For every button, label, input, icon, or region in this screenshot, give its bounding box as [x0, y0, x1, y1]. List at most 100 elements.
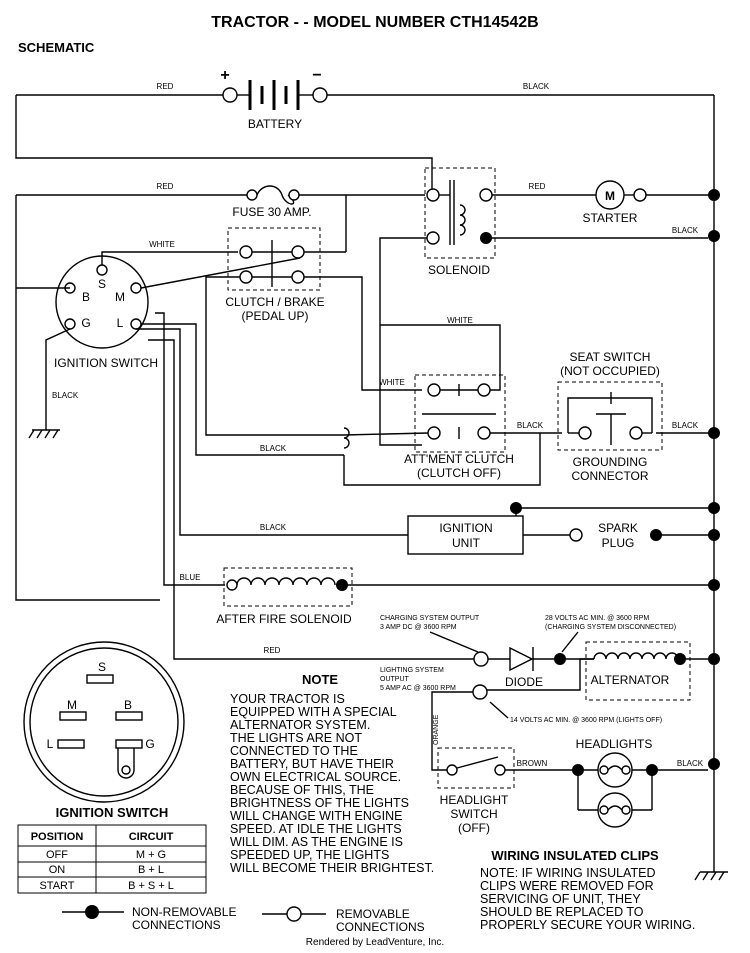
- starter-red-wire-label: RED: [529, 182, 546, 191]
- alternator-note: NOTE YOUR TRACTOR IS EQUIPPED WITH A SPE…: [230, 672, 434, 875]
- ignition-black-wire-label: BLACK: [52, 391, 79, 400]
- table-row-off-circuit: M + G: [136, 849, 166, 861]
- table-row-on-position: ON: [49, 864, 66, 876]
- red-charging-wire: [148, 339, 475, 660]
- clips-line-4: SHOULD BE REPLACED TO: [480, 905, 644, 919]
- spark-plug-label-line1: SPARK: [598, 521, 638, 535]
- ignition-unit-label-line2: UNIT: [452, 536, 481, 550]
- clutch-brake-label-line1: CLUTCH / BRAKE: [225, 295, 324, 309]
- spark-plug: SPARK PLUG: [598, 521, 708, 550]
- charging-output-line1: CHARGING SYSTEM OUTPUT: [380, 615, 480, 622]
- grounding-connector-line2: CONNECTOR: [571, 469, 648, 483]
- detail-terminal-g: G: [145, 737, 154, 751]
- note-line-12: WILL DIM. AS THE ENGINE IS: [230, 835, 403, 849]
- ignition-unit-black-wire-label: BLACK: [260, 523, 287, 532]
- clips-line-1: NOTE: IF WIRING INSULATED: [480, 866, 655, 880]
- note-line-7: OWN ELECTRICAL SOURCE.: [230, 770, 401, 784]
- note-heading: NOTE: [302, 672, 338, 687]
- ignition-unit-wire: [136, 328, 408, 536]
- fuse-red-wire-label: RED: [157, 182, 174, 191]
- legend-non-removable-line1: NON-REMOVABLE: [132, 905, 236, 919]
- lighting-circuit: LIGHTING SYSTEM OUTPUT 5 AMP AC @ 3600 R…: [380, 667, 662, 835]
- clutch-brake-label-line2: (PEDAL UP): [242, 309, 309, 323]
- clutch-white-wire-label: WHITE: [149, 240, 175, 249]
- legend-non-removable-line2: CONNECTIONS: [132, 918, 221, 932]
- ground-bus: [694, 95, 728, 881]
- lights-off-spec: 14 VOLTS AC MIN. @ 3600 RPM (LIGHTS OFF): [510, 717, 662, 724]
- note-line-10: WILL CHANGE WITH ENGINE: [230, 809, 402, 823]
- legend: NON-REMOVABLE CONNECTIONS REMOVABLE CONN…: [62, 905, 425, 934]
- battery-black-wire-label: BLACK: [523, 82, 550, 91]
- charging-red-wire-label: RED: [264, 646, 281, 655]
- fuse: RED FUSE 30 AMP.: [15, 182, 425, 601]
- headlight-switch-line2: SWITCH: [450, 807, 497, 821]
- headlights-black-wire-label: BLACK: [677, 759, 704, 768]
- terminal-m: M: [115, 290, 125, 304]
- solenoid-to-clutch-wire: [379, 237, 427, 446]
- headlight-switch-line3: (OFF): [458, 821, 490, 835]
- detail-terminal-b: B: [124, 698, 132, 712]
- attment-clutch-switch: WHITE WHITE BLACK ATT'MENT CLUTCH (CLUTC…: [343, 316, 562, 486]
- starter-label: STARTER: [583, 211, 638, 225]
- detail-terminal-s: S: [98, 660, 106, 674]
- terminal-b: B: [82, 290, 90, 304]
- note-line-9: BRIGHTNESS OF THE LIGHTS: [230, 796, 409, 810]
- table-row-start-position: START: [39, 880, 74, 892]
- wiring-clips-note: WIRING INSULATED CLIPS NOTE: IF WIRING I…: [480, 848, 695, 932]
- battery-red-wire-label: RED: [157, 82, 174, 91]
- fuse-label: FUSE 30 AMP.: [232, 205, 311, 219]
- seat-switch: SEAT SWITCH (NOT OCCUPIED) BLACK GROUNDI…: [557, 350, 708, 483]
- page-title: TRACTOR - - MODEL NUMBER CTH14542B: [211, 14, 538, 31]
- table-row-off-position: OFF: [46, 849, 68, 861]
- ignition-switch-table: POSITION CIRCUIT OFF M + G ON B + L STAR…: [17, 824, 207, 894]
- after-fire-solenoid-label: AFTER FIRE SOLENOID: [216, 612, 352, 626]
- ignition-s-white-wire: [101, 251, 238, 265]
- clutch-brake-switch: CLUTCH / BRAKE (PEDAL UP): [205, 195, 422, 436]
- ignition-m-wire: [140, 257, 301, 289]
- terminal-s: S: [98, 277, 106, 291]
- switch-table-caption: IGNITION SWITCH: [56, 805, 169, 820]
- terminal-l: L: [117, 316, 124, 330]
- headlights: HEADLIGHTS BLACK: [572, 737, 708, 828]
- battery-plus-sign: +: [220, 67, 229, 84]
- note-line-1: YOUR TRACTOR IS: [230, 692, 345, 706]
- attment-clutch-label-line2: (CLUTCH OFF): [417, 466, 501, 480]
- legend-removable-line2: CONNECTIONS: [336, 920, 425, 934]
- battery-minus-sign: −: [312, 67, 321, 84]
- note-line-6: BATTERY, BUT HAVE THEIR: [230, 757, 394, 771]
- attment-black-wire-label: BLACK: [260, 444, 287, 453]
- orange-wire-label: ORANGE: [433, 714, 440, 745]
- schematic-label: SCHEMATIC: [18, 40, 95, 55]
- starter-motor-symbol: M: [605, 189, 615, 203]
- attment-white-wire-label: WHITE: [379, 378, 405, 387]
- clips-heading: WIRING INSULATED CLIPS: [491, 848, 659, 863]
- footer-credit: Rendered by LeadVenture, Inc.: [306, 937, 444, 948]
- table-header-circuit: CIRCUIT: [129, 831, 174, 843]
- charging-circuit: CHARGING SYSTEM OUTPUT 3 AMP DC @ 3600 R…: [380, 615, 708, 701]
- note-line-13: SPEEDED UP, THE LIGHTS: [230, 848, 389, 862]
- spark-plug-label-line2: PLUG: [602, 536, 635, 550]
- ignition-switch-label: IGNITION SWITCH: [54, 356, 158, 370]
- ignition-switch-detail: S M B L G IGNITION SWITCH: [23, 641, 185, 820]
- note-line-3: ALTERNATOR SYSTEM.: [230, 718, 370, 732]
- charging-disconnected-line1: 28 VOLTS AC MIN. @ 3600 RPM: [545, 615, 649, 622]
- clips-line-2: CLIPS WERE REMOVED FOR: [480, 879, 654, 893]
- note-line-14: WILL BECOME THEIR BRIGHTEST.: [230, 861, 434, 875]
- solenoid: SOLENOID: [424, 167, 496, 277]
- attment-black-wire: [141, 323, 344, 456]
- solenoid-label: SOLENOID: [428, 263, 490, 277]
- headlight-switch-line1: HEADLIGHT: [440, 793, 509, 807]
- lighting-output-line3: 5 AMP AC @ 3600 RPM: [380, 685, 456, 692]
- seat-ground-black-label: BLACK: [672, 421, 699, 430]
- blue-wire-label: BLUE: [180, 573, 201, 582]
- charging-output-line2: 3 AMP DC @ 3600 RPM: [380, 624, 457, 631]
- terminal-g: G: [81, 316, 90, 330]
- battery-label: BATTERY: [248, 117, 302, 131]
- ignition-unit-label-line1: IGNITION: [439, 521, 492, 535]
- diode-label: DIODE: [505, 675, 543, 689]
- note-line-11: SPEED. AT IDLE THE LIGHTS: [230, 822, 402, 836]
- note-line-5: CONNECTED TO THE: [230, 744, 358, 758]
- grounding-connector-line1: GROUNDING: [573, 455, 648, 469]
- solenoid-black-wire-label: BLACK: [672, 226, 699, 235]
